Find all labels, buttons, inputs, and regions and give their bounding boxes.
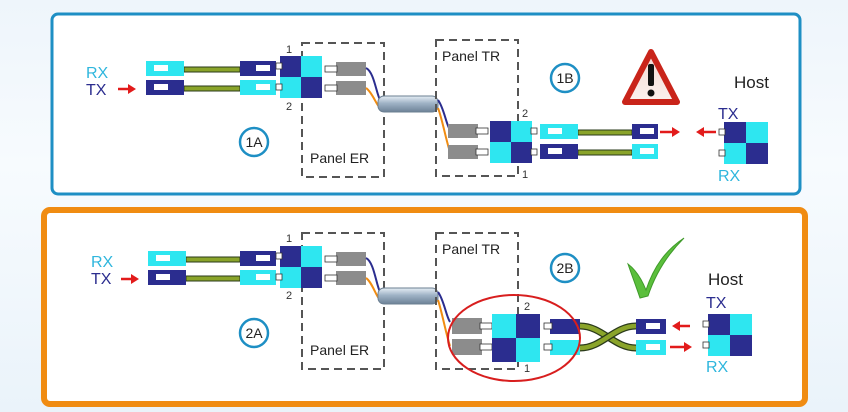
er-trunk-connector bbox=[324, 62, 366, 95]
badge-1b: 1B bbox=[549, 62, 581, 94]
host-transceiver bbox=[702, 314, 752, 356]
panel-er-adapter bbox=[275, 246, 322, 288]
flipped-patch-connector bbox=[543, 319, 580, 355]
patch-cord-right bbox=[540, 124, 658, 159]
patch-cord-left bbox=[148, 251, 276, 285]
er-port-1: 1 bbox=[286, 44, 292, 56]
tx-label: TX bbox=[91, 271, 112, 288]
trunk-cable bbox=[365, 257, 451, 347]
rx-label: RX bbox=[86, 65, 109, 82]
host-rx-label: RX bbox=[718, 168, 741, 185]
host-rx-label: RX bbox=[706, 359, 729, 376]
highlight-oval bbox=[447, 294, 581, 382]
rx-label: RX bbox=[91, 254, 114, 271]
panel-tr-label: Panel TR bbox=[442, 48, 500, 64]
er-port-2: 2 bbox=[286, 290, 292, 302]
tx-label: TX bbox=[86, 82, 107, 99]
panel-tr-box bbox=[435, 232, 519, 370]
er-port-1: 1 bbox=[286, 233, 292, 245]
tr-trunk-connector bbox=[448, 124, 489, 159]
host-tx-label: TX bbox=[706, 295, 727, 312]
svg-text:2B: 2B bbox=[556, 260, 573, 276]
panel-er-label: Panel ER bbox=[310, 150, 369, 166]
er-port-2: 2 bbox=[286, 101, 292, 113]
svg-text:1B: 1B bbox=[556, 70, 573, 86]
crossover-patch-cord bbox=[579, 319, 666, 355]
panel-tr-adapter bbox=[490, 121, 538, 163]
svg-text:1A: 1A bbox=[245, 134, 263, 150]
panel-er-adapter bbox=[275, 56, 322, 98]
host-transceiver bbox=[718, 122, 768, 164]
tr-port-1: 1 bbox=[522, 169, 528, 181]
badge-2b: 2B bbox=[549, 252, 581, 284]
host-label: Host bbox=[734, 73, 769, 92]
tr-port-1: 1 bbox=[524, 363, 530, 375]
tr-trunk-connector bbox=[452, 318, 493, 355]
panel-tr-adapter bbox=[492, 314, 540, 362]
host-label: Host bbox=[708, 270, 743, 289]
scenario-2-frame bbox=[41, 207, 808, 407]
patch-cord-left bbox=[146, 61, 276, 95]
panel-tr-box bbox=[435, 39, 519, 177]
tr-port-2: 2 bbox=[522, 108, 528, 120]
panel-tr-label: Panel TR bbox=[442, 241, 500, 257]
er-trunk-connector bbox=[324, 252, 366, 285]
checkmark-icon bbox=[627, 237, 685, 299]
warning-icon bbox=[622, 49, 680, 105]
badge-2a: 2A bbox=[238, 317, 270, 349]
panel-er-label: Panel ER bbox=[310, 342, 369, 358]
badge-1a: 1A bbox=[238, 126, 270, 158]
tr-port-2: 2 bbox=[524, 301, 530, 313]
host-tx-label: TX bbox=[718, 106, 739, 123]
svg-text:2A: 2A bbox=[245, 325, 263, 341]
